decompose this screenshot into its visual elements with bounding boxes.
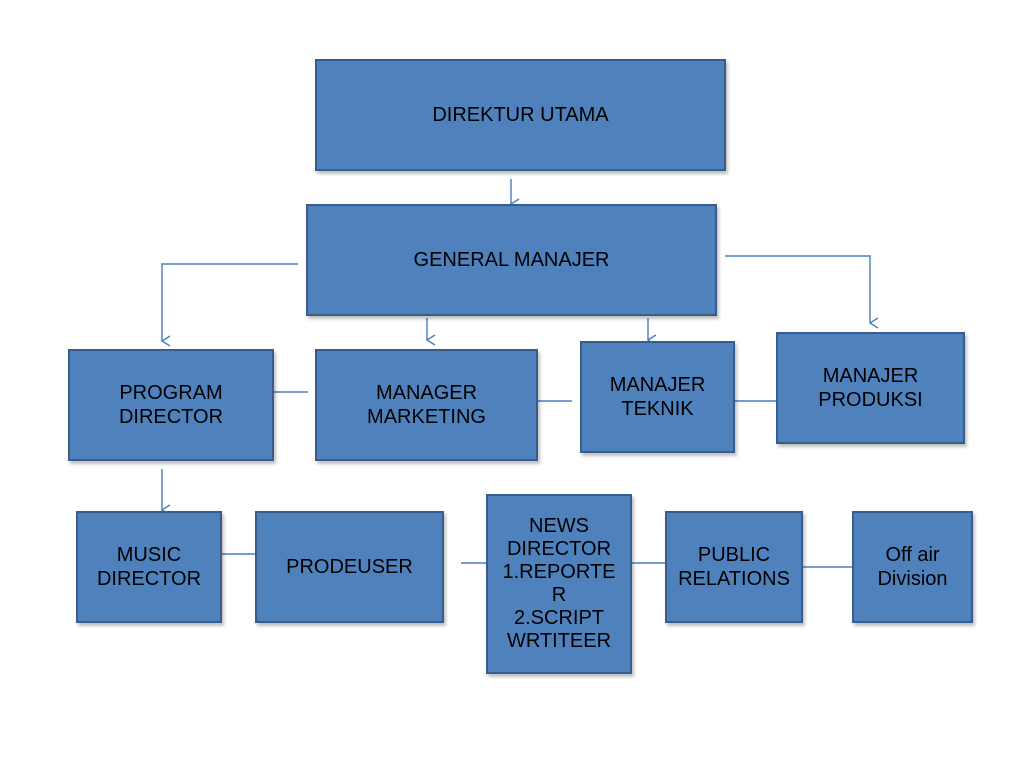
node-label: DIREKTUR UTAMA	[432, 104, 609, 126]
node-label: Off air Division	[877, 544, 948, 590]
node-label: MANAJER TEKNIK	[609, 374, 706, 420]
node-public-relations: PUBLIC RELATIONS	[665, 511, 803, 623]
node-label: GENERAL MANAJER	[413, 249, 610, 271]
node-off-air-division: Off air Division	[852, 511, 973, 623]
node-label: MANAJER PRODUKSI	[818, 365, 923, 411]
node-music-director: MUSIC DIRECTOR	[76, 511, 222, 623]
node-label: NEWS DIRECTOR 1.REPORTE R 2.SCRIPT WRTIT…	[502, 515, 616, 652]
node-manajer-teknik: MANAJER TEKNIK	[580, 341, 735, 453]
node-program-director: PROGRAM DIRECTOR	[68, 349, 274, 461]
node-label: PROGRAM DIRECTOR	[118, 382, 224, 428]
node-direktur-utama: DIREKTUR UTAMA	[315, 59, 726, 171]
node-label: PUBLIC RELATIONS	[678, 544, 790, 590]
node-label: PRODEUSER	[286, 556, 413, 578]
node-label: MUSIC DIRECTOR	[96, 544, 202, 590]
node-news-director: NEWS DIRECTOR 1.REPORTE R 2.SCRIPT WRTIT…	[486, 494, 632, 674]
node-manajer-produksi: MANAJER PRODUKSI	[776, 332, 965, 444]
connector-gm-to-produksi	[725, 255, 879, 329]
connector-gm-to-program-director	[160, 263, 298, 347]
node-general-manajer: GENERAL MANAJER	[306, 204, 717, 316]
node-manager-marketing: MANAGER MARKETING	[315, 349, 538, 461]
node-label: MANAGER MARKETING	[367, 382, 486, 428]
node-prodeuser: PRODEUSER	[255, 511, 444, 623]
